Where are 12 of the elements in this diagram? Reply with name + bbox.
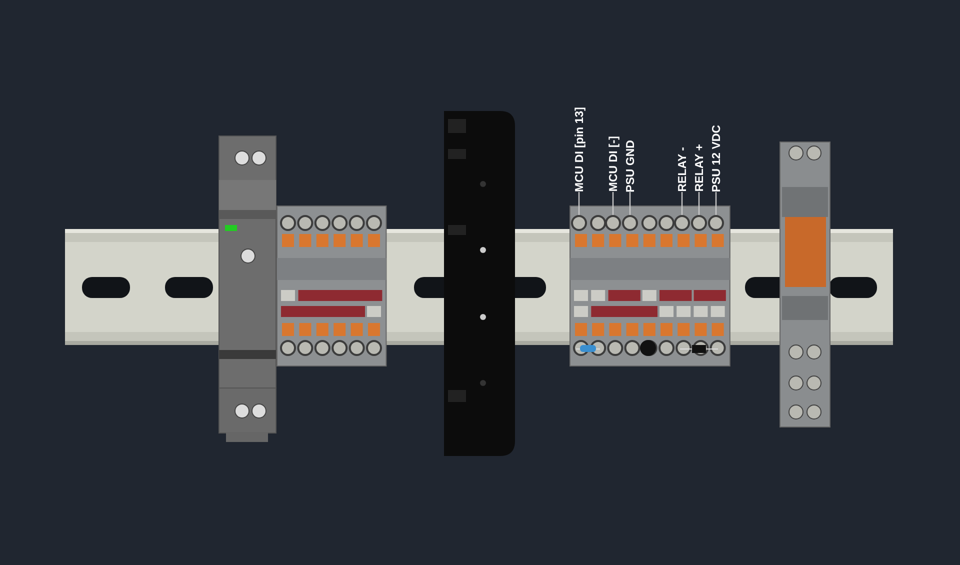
leader-line: [698, 192, 700, 215]
leader-line: [612, 192, 614, 215]
terminal-label: PSU 12 VDC: [711, 124, 724, 192]
terminal-label: PSU GND: [625, 140, 638, 192]
terminal-label: RELAY -: [677, 147, 690, 192]
leader-line: [578, 192, 580, 215]
leader-line: [715, 192, 717, 215]
terminal-label: MCU DI [pin 13]: [574, 107, 587, 192]
leader-line: [681, 192, 683, 215]
leader-line: [629, 192, 631, 215]
terminal-label: RELAY +: [694, 144, 707, 192]
terminal-label: MCU DI [-]: [608, 136, 621, 192]
